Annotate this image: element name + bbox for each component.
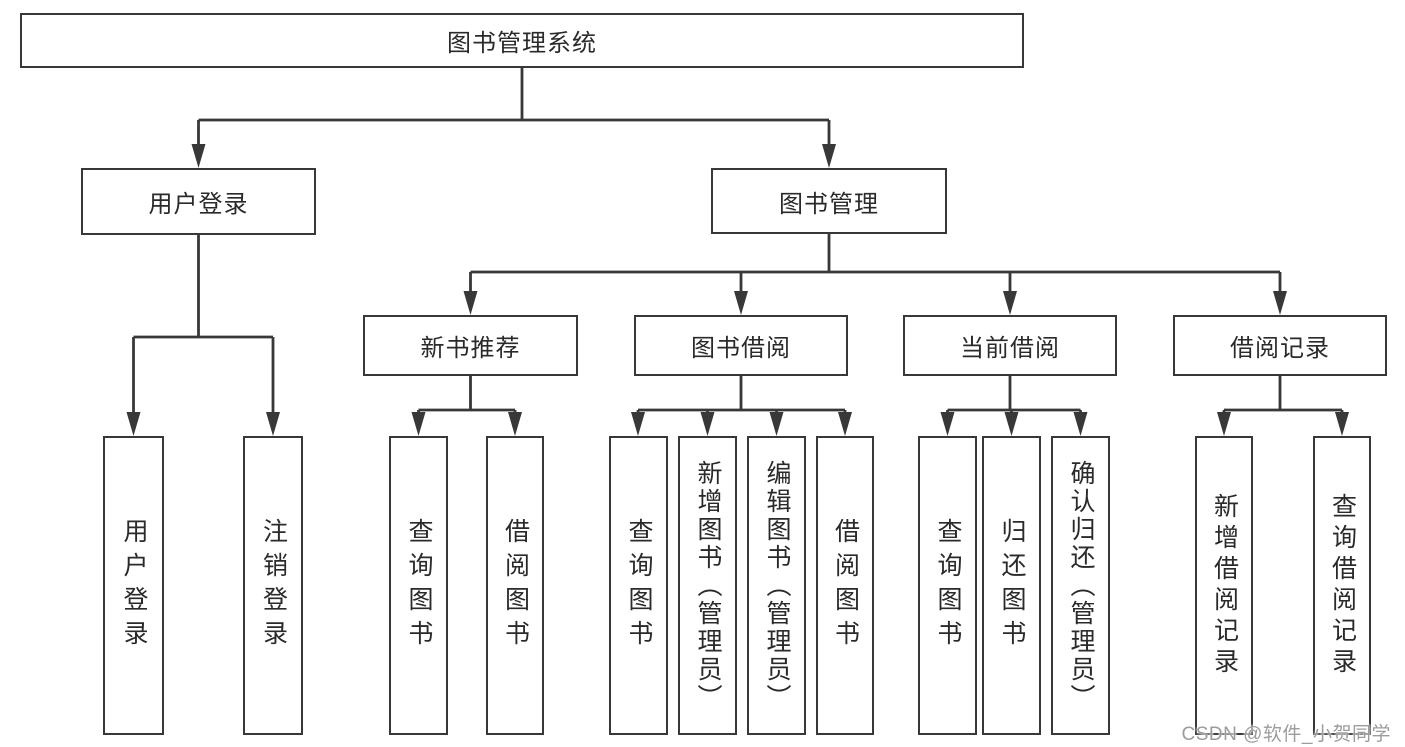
leaf-label: 用户登录 [120, 517, 148, 654]
node-label: 借阅记录 [1230, 335, 1330, 362]
node-label: 用户登录 [148, 191, 249, 218]
arrowhead [1273, 291, 1287, 315]
arrowhead [411, 412, 426, 436]
node-borrow-records: 借阅记录 [1173, 315, 1387, 376]
leaf-edit-books-admin: 编辑图书（管理员） [747, 436, 806, 735]
arrowhead [1073, 412, 1088, 436]
leaf-borrow-books-recommend: 借阅图书 [486, 436, 544, 735]
node-label: 图书借阅 [691, 335, 791, 362]
leaf-label: 编辑图书（管理员） [763, 459, 791, 712]
leaf-add-borrow-record: 新增借阅记录 [1195, 436, 1253, 735]
arrowhead [463, 291, 478, 315]
node-label: 新书推荐 [420, 335, 521, 362]
arrowhead [191, 144, 206, 168]
arrowhead [1004, 412, 1019, 436]
connector-bookmgmt-to-level3 [469, 234, 1282, 293]
leaf-confirm-return-admin: 确认归还（管理员） [1051, 436, 1110, 735]
leaf-label: 确认归还（管理员） [1067, 459, 1095, 712]
leaf-query-books-borrowing: 查询图书 [609, 436, 668, 735]
node-book-management: 图书管理 [711, 168, 947, 234]
leaf-label: 查询图书 [405, 517, 433, 654]
arrowhead [838, 412, 852, 436]
connector-records-to-leaves [1222, 376, 1344, 414]
leaf-label: 新增借阅记录 [1210, 492, 1239, 679]
leaf-label: 查询图书 [625, 517, 653, 654]
csdn-watermark: CSDN @软件_小贺同学 [1181, 724, 1391, 745]
leaf-label: 查询图书 [934, 517, 962, 654]
arrowhead [940, 412, 955, 436]
node-current-borrowing: 当前借阅 [903, 315, 1117, 376]
node-new-book-recommend: 新书推荐 [363, 315, 578, 376]
arrowhead [631, 412, 645, 436]
arrowhead [769, 412, 784, 436]
connector-userlogin-to-leaves [132, 235, 275, 414]
connector-root-to-level2 [197, 68, 831, 146]
leaf-label: 借阅图书 [831, 517, 860, 654]
leaf-return-books: 归还图书 [982, 436, 1041, 735]
leaf-label: 归还图书 [998, 517, 1026, 654]
node-label: 图书管理 [779, 190, 879, 218]
node-book-borrowing: 图书借阅 [634, 315, 848, 376]
leaf-query-books-current: 查询图书 [918, 436, 977, 735]
connector-newbook-to-leaves [417, 376, 517, 414]
connector-current-to-leaves [946, 376, 1082, 414]
leaf-query-borrow-record: 查询借阅记录 [1313, 436, 1371, 735]
leaf-borrow-books: 借阅图书 [816, 436, 874, 735]
leaf-label: 查询借阅记录 [1328, 492, 1357, 679]
arrowhead [1335, 412, 1349, 436]
arrowhead [126, 412, 141, 436]
leaf-query-books-recommend: 查询图书 [389, 436, 448, 735]
leaf-label: 借阅图书 [501, 517, 530, 654]
arrowhead [734, 291, 748, 315]
leaf-label: 新增图书（管理员） [694, 459, 722, 712]
node-library-system: 图书管理系统 [20, 13, 1024, 68]
arrowhead [1217, 412, 1231, 436]
arrowhead [1003, 291, 1017, 315]
leaf-add-books-admin: 新增图书（管理员） [678, 436, 737, 735]
leaf-logout: 注销登录 [243, 436, 303, 735]
leaf-user-login: 用户登录 [103, 436, 164, 735]
arrowhead [266, 412, 280, 436]
node-user-login: 用户登录 [81, 168, 316, 235]
leaf-label: 注销登录 [259, 517, 288, 654]
node-label: 图书管理系统 [447, 30, 597, 57]
arrowhead [700, 412, 715, 436]
node-label: 当前借阅 [960, 335, 1060, 362]
arrowhead [508, 412, 522, 436]
connector-borrow-to-leaves [636, 376, 847, 414]
arrowhead [822, 144, 836, 168]
